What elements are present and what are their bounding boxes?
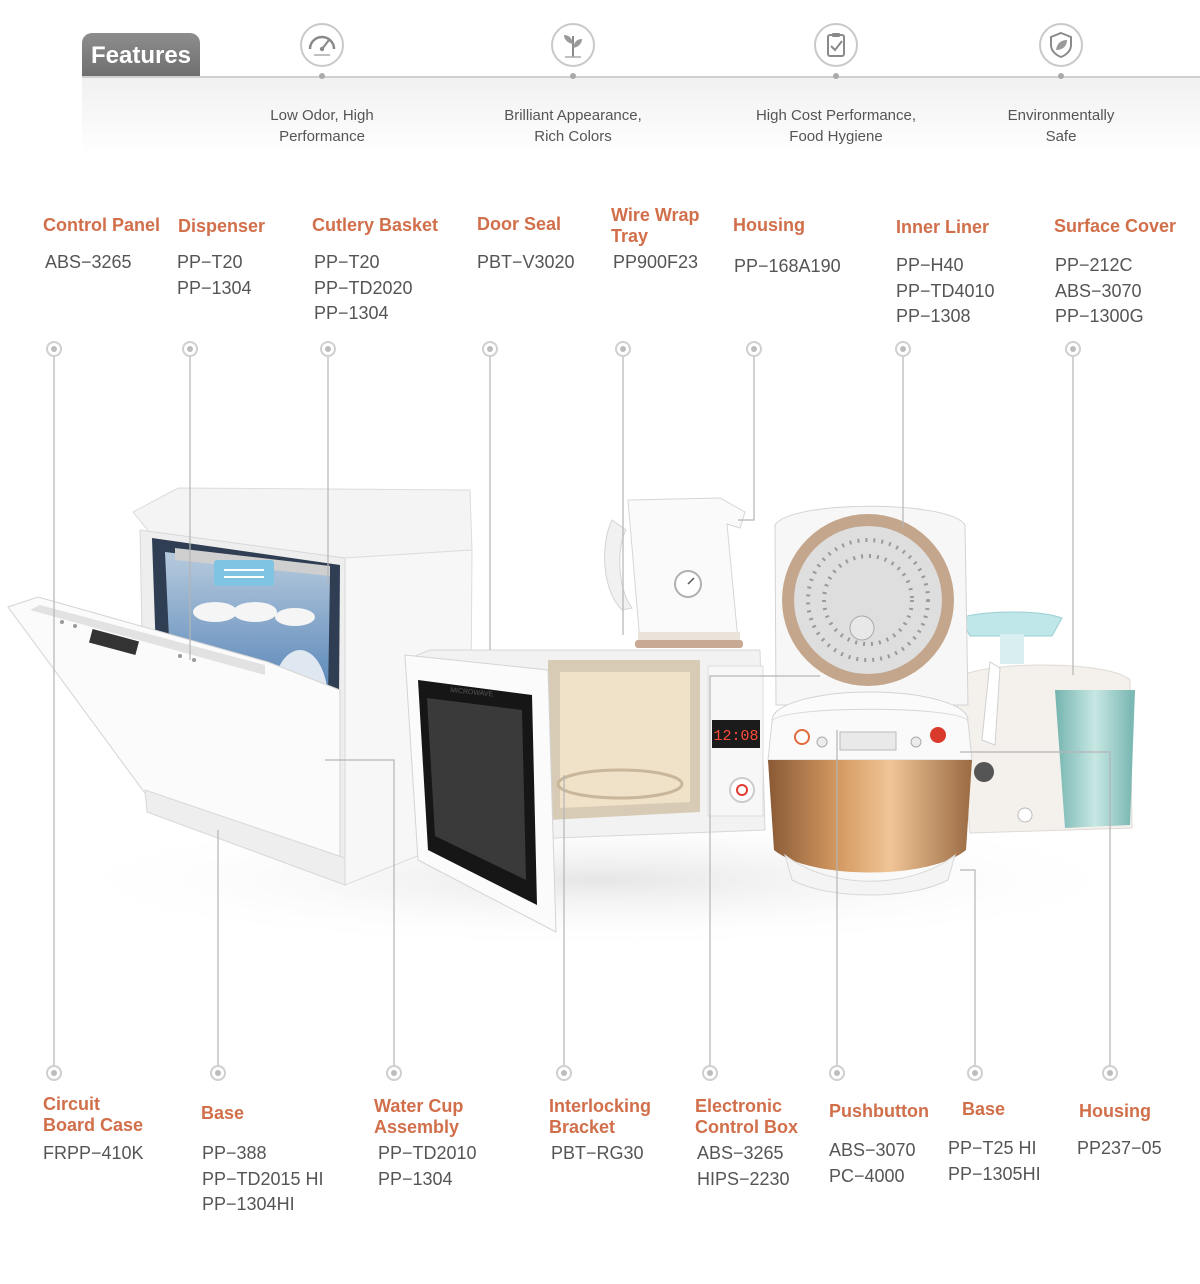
- feature-text: High Cost Performance,Food Hygiene: [755, 107, 917, 145]
- label-housing-juicer: Housing: [1079, 1101, 1151, 1121]
- codes-door-seal: PBT−V3020: [477, 252, 575, 272]
- gauge-icon: [300, 23, 344, 67]
- features-band: [82, 76, 1200, 156]
- codes-wire-wrap-tray: PP900F23: [613, 252, 699, 272]
- callout-dot: [46, 341, 62, 357]
- callout-dot: [895, 341, 911, 357]
- label-base-cooker: Base: [962, 1099, 1006, 1119]
- juicer: [954, 611, 1135, 834]
- label-control-panel: Control Panel: [43, 215, 161, 235]
- features-tab: Features: [82, 33, 200, 76]
- callout-dot: [46, 1065, 62, 1081]
- callout-dot: [746, 341, 762, 357]
- callout-dot: [386, 1065, 402, 1081]
- callout-dot: [320, 341, 336, 357]
- codes-housing-juicer: PP237−05: [1077, 1138, 1162, 1158]
- label-surface-cover: Surface Cover: [1054, 216, 1177, 236]
- callout-dot: [702, 1065, 718, 1081]
- callout-lines: [53, 350, 1111, 1073]
- feature-dot: [833, 73, 839, 79]
- codes-interlocking-bracket: PBT−RG30: [551, 1143, 644, 1163]
- callout-dot: [829, 1065, 845, 1081]
- microwave-brand-text: MICROWAVE: [450, 687, 494, 699]
- callout-dots: [46, 341, 1118, 1081]
- feature-brilliant-appearance: Brilliant Appearance,Rich Colors: [473, 22, 673, 147]
- feature-text: Brilliant Appearance,Rich Colors: [504, 107, 642, 145]
- kettle: [604, 497, 746, 648]
- feature-cost-performance: High Cost Performance,Food Hygiene: [736, 22, 936, 147]
- label-pushbutton: Pushbutton: [829, 1101, 929, 1121]
- rice-cooker-open: [774, 505, 969, 706]
- label-door-seal: Door Seal: [477, 214, 562, 234]
- dishwasher: [7, 487, 473, 886]
- label-dispenser: Dispenser: [178, 216, 266, 236]
- callout-dot: [1102, 1065, 1118, 1081]
- callout-dot: [482, 341, 498, 357]
- microwave-display-text: 12:08: [713, 728, 758, 745]
- plant-icon: [551, 23, 595, 67]
- label-inner-liner: Inner Liner: [896, 217, 990, 237]
- callout-dot: [210, 1065, 226, 1081]
- callout-dot: [1065, 341, 1081, 357]
- codes-circuit-board-case: FRPP−410K: [43, 1143, 144, 1163]
- microwave: 12:08 MICROWAVE: [404, 649, 766, 933]
- label-housing-kettle: Housing: [733, 215, 805, 235]
- callout-dot: [556, 1065, 572, 1081]
- codes-control-panel: ABS−3265: [45, 252, 132, 272]
- shield-leaf-icon: [1039, 23, 1083, 67]
- rice-cooker-closed: [767, 691, 973, 896]
- label-cutlery-basket: Cutlery Basket: [312, 215, 439, 235]
- callout-dot: [967, 1065, 983, 1081]
- codes-housing-kettle: PP−168A190: [734, 256, 841, 276]
- feature-dot: [570, 73, 576, 79]
- feature-dot: [1058, 73, 1064, 79]
- label-base-dishwasher: Base: [201, 1103, 245, 1123]
- callout-dot: [615, 341, 631, 357]
- callout-dot: [182, 341, 198, 357]
- clipboard-icon: [814, 23, 858, 67]
- feature-dot: [319, 73, 325, 79]
